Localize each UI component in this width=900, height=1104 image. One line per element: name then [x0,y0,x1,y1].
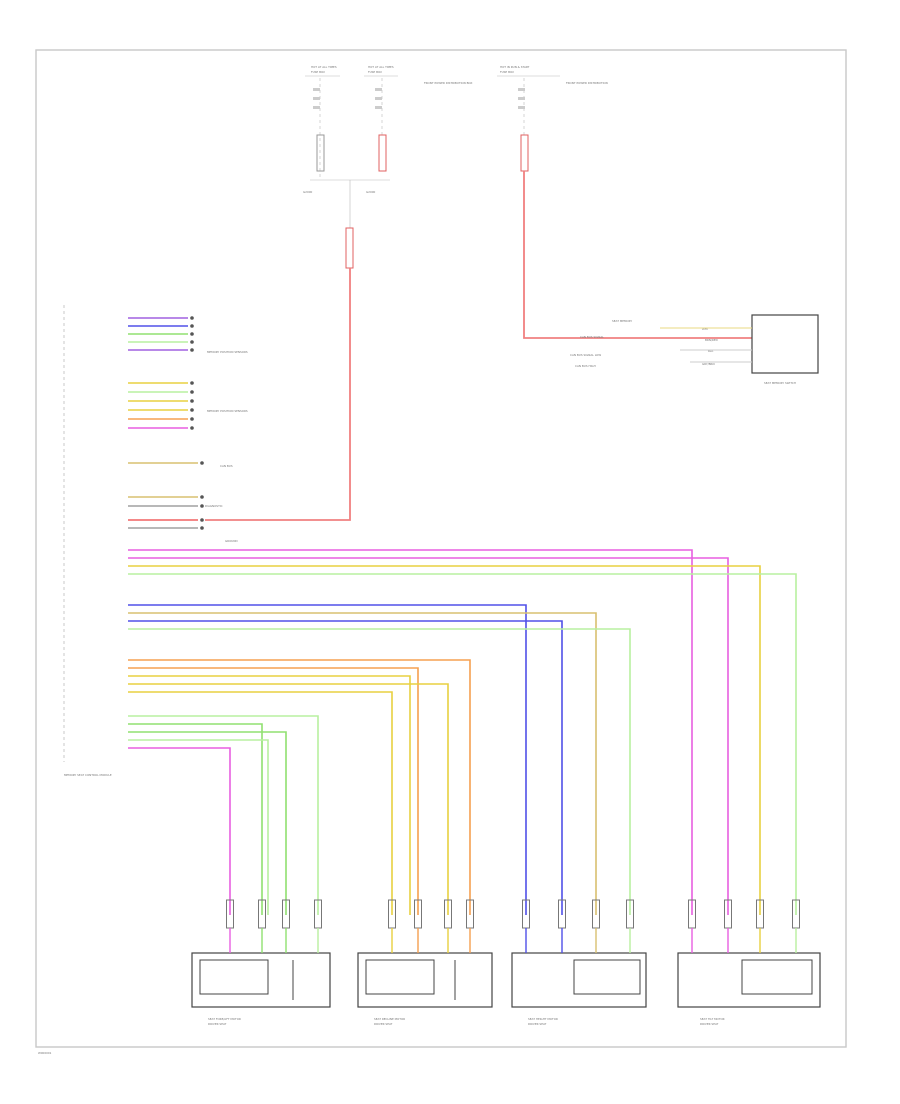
fuse-1-label: FUSE BOX [311,70,325,74]
seat-memory-switch: SEAT MEMORY SWITCH SEAT MEMORY CAN BUS S… [570,314,819,385]
power-wire-switch [523,171,752,339]
harness-wire-10 [128,667,419,915]
harness-wire-3 [128,565,761,915]
motor-2-sub: DRIVER SEAT [374,1022,393,1026]
stub-terminal-6 [190,381,194,385]
switch-line-2: CAN BUS SIGNAL [580,335,604,339]
switch-pin-1: WHT [702,327,709,331]
harness-wire-12 [128,683,449,915]
fuse-group: HOT AT ALL TIMES FUSE BOX G2000 HOT AT A… [303,65,608,269]
fuse-1-ground-label: G2000 [303,190,313,194]
harness-wire-11 [128,675,411,915]
footer-code: W000001 [38,1051,52,1055]
stub-terminal-8 [190,399,194,403]
fuse-3-title: HOT IN RUN & START [500,65,530,69]
switch-pin-3: BLK [708,349,713,353]
fuse-2: HOT AT ALL TIMES FUSE BOX FRONT POWER DI… [364,65,473,194]
harness-wire-8 [128,628,631,915]
group-label-3: CAN BUS [220,464,233,468]
stub-terminal-14 [200,504,204,508]
motor-3-sub: DRIVER SEAT [528,1022,547,1026]
stub-terminal-16 [200,526,204,530]
motor-1-sub: DRIVER SEAT [208,1022,227,1026]
fuse-3: HOT IN RUN & START FUSE BOX FRONT POWER … [497,65,608,172]
fuse-3-connector [520,134,529,172]
harness-wire-14 [128,715,319,915]
module-name: MEMORY SEAT CONTROL MODULE [64,773,112,777]
fuse-3-label: FUSE BOX [500,70,514,74]
module-stub-wires [128,316,204,530]
harness-wire-17 [128,739,269,915]
fuse-2-ground-label: G2000 [366,190,376,194]
fuse-1-title: HOT AT ALL TIMES [311,65,337,69]
motor-4-name: SEAT TILT MOTOR [700,1017,725,1021]
harness-wire-7 [128,620,563,915]
motor-connectors [226,899,800,953]
fuse-1: HOT AT ALL TIMES FUSE BOX G2000 [303,65,340,194]
motor-2-name: SEAT RECLINE MOTOR [374,1017,405,1021]
group-label-4: DIAGNOSTIC [205,504,223,508]
fuse-3-note: FRONT POWER DISTRIBUTION [566,81,608,85]
harness-wire-16 [128,731,287,915]
switch-line-3: CAN BUS SIGNAL LOW [570,353,601,357]
harness-wires [128,549,797,915]
fuse-2-title: HOT AT ALL TIMES [368,65,394,69]
stub-terminal-13 [200,495,204,499]
stub-terminal-4 [190,340,194,344]
harness-wire-6 [128,612,597,915]
stub-terminal-5 [190,348,194,352]
stub-terminal-10 [190,417,194,421]
harness-wire-13 [128,691,393,915]
stub-terminal-9 [190,408,194,412]
switch-box [751,314,819,374]
harness-wire-4 [128,573,797,915]
stub-terminal-12 [200,461,204,465]
motor-3-name: SEAT HEIGHT MOTOR [528,1017,558,1021]
switch-line-4: CAN BUS HIGH [575,364,596,368]
fuse-1-connector [316,134,325,172]
diagram-border [35,49,847,1048]
harness-wire-9 [128,659,471,915]
group-label-2: MEMORY POSITION SENSORS [207,409,248,413]
stub-terminal-3 [190,332,194,336]
motor-2: SEAT RECLINE MOTOR DRIVER SEAT [357,952,493,1026]
switch-pin-2: BRN/RED [705,338,718,342]
motor-1: SEAT FORE/AFT MOTOR DRIVER SEAT [191,952,331,1026]
harness-wire-5 [128,604,527,915]
stub-terminal-1 [190,316,194,320]
power-connector [345,227,354,269]
fuse-2-label: FUSE BOX [368,70,382,74]
motor-3: SEAT HEIGHT MOTOR DRIVER SEAT [511,952,647,1026]
harness-wire-15 [128,723,263,915]
stub-terminal-7 [190,390,194,394]
control-module: MEMORY SEAT CONTROL MODULE MEMORY POSITI… [63,305,248,777]
motor-boxes: SEAT FORE/AFT MOTOR DRIVER SEAT SEAT REC… [191,952,821,1026]
fuse-2-connector [378,134,387,172]
harness-wire-1 [128,549,693,915]
harness-wire-18 [128,747,231,915]
motor-1-name: SEAT FORE/AFT MOTOR [208,1017,241,1021]
switch-pin-4: GRY/BRN [702,362,715,366]
group-label-5: GROUND [225,539,238,543]
stub-terminal-2 [190,324,194,328]
motor-4-sub: DRIVER SEAT [700,1022,719,1026]
stub-terminal-11 [190,426,194,430]
motor-4: SEAT TILT MOTOR DRIVER SEAT [677,952,821,1026]
group-label-1: MEMORY POSITION SENSORS [207,350,248,354]
switch-name: SEAT MEMORY SWITCH [764,381,796,385]
harness-wire-2 [128,557,729,915]
fuse-2-note: FRONT POWER DISTRIBUTION BOX [424,81,473,85]
stub-terminal-15 [200,518,204,522]
switch-line-1: SEAT MEMORY [612,319,632,323]
power-wire-module [205,268,351,521]
